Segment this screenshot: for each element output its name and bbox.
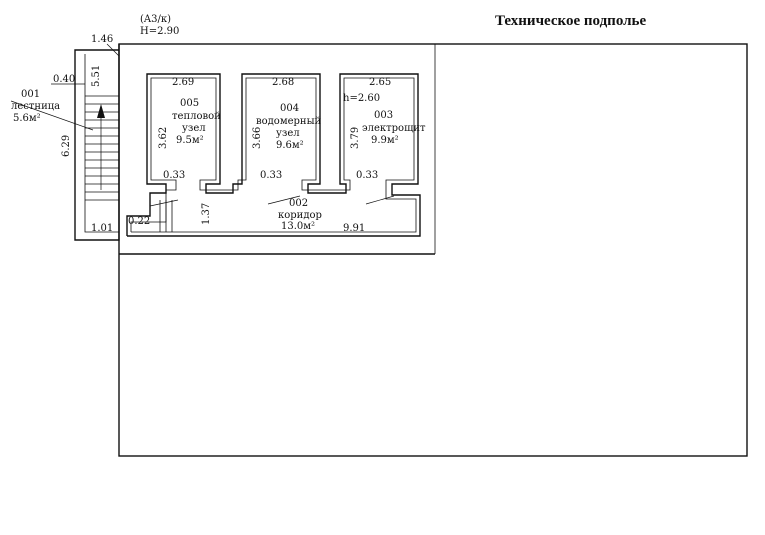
dim-551: 5.51 — [91, 65, 102, 87]
dim-033-b: 0.33 — [260, 170, 282, 181]
dim-033-c: 0.33 — [356, 170, 378, 181]
dim-991: 9.91 — [343, 223, 365, 234]
room-004-area: 9.6м² — [276, 140, 304, 151]
door-swing-003 — [365, 195, 395, 205]
section-ref: (A3/к) — [140, 14, 171, 25]
room-005-number: 005 — [180, 98, 199, 109]
dim-268: 2.68 — [272, 77, 294, 88]
dim-137: 1.37 — [201, 203, 212, 225]
floor-height: H=2.90 — [140, 26, 179, 37]
dim-022: 0.22 — [128, 216, 150, 227]
dim-265: 2.65 — [369, 77, 391, 88]
room-002-area: 13.0м² — [281, 221, 315, 232]
room-001-name: лестница — [11, 101, 60, 112]
room-walls-inner — [130, 77, 417, 233]
dim-269: 2.69 — [172, 77, 194, 88]
dim-366: 3.66 — [252, 127, 263, 149]
building-outline — [118, 43, 748, 457]
dim-379: 3.79 — [350, 127, 361, 149]
room-005-name-1: тепловой — [172, 111, 221, 122]
room-004-name-2: узел — [276, 128, 300, 139]
room-002-name: коридор — [278, 210, 322, 221]
room-walls — [126, 73, 421, 237]
dim-362: 3.62 — [158, 127, 169, 149]
stair-inner-wall — [84, 54, 119, 233]
room-002-number: 002 — [289, 198, 308, 209]
room-005-area: 9.5м² — [176, 135, 204, 146]
room-003-height: h=2.60 — [343, 93, 380, 104]
door-swing-005 — [149, 199, 179, 207]
room-005-name-2: узел — [182, 123, 206, 134]
plan-title: Техническое подполье — [495, 13, 646, 29]
room-003-name: электрощит — [362, 123, 426, 134]
room-004-number: 004 — [280, 103, 299, 114]
stair-treads — [85, 103, 119, 201]
dim-040: 0.40 — [53, 74, 75, 85]
dim-146: 1.46 — [91, 34, 113, 45]
room-004-name-1: водомерный — [256, 116, 322, 127]
dim-146-leader — [106, 43, 120, 57]
stair-outer-wall — [74, 44, 120, 241]
dim-629: 6.29 — [61, 135, 72, 157]
room-001-area: 5.6м² — [13, 113, 41, 124]
door-swing-004 — [267, 195, 301, 205]
stair-arrow-icon — [97, 104, 105, 118]
room-001-leader — [10, 100, 94, 131]
dim-101: 1.01 — [91, 223, 113, 234]
room-003-number: 003 — [374, 110, 393, 121]
room-001-number: 001 — [21, 89, 40, 100]
room-003-area: 9.9м² — [371, 135, 399, 146]
dim-033-a: 0.33 — [163, 170, 185, 181]
